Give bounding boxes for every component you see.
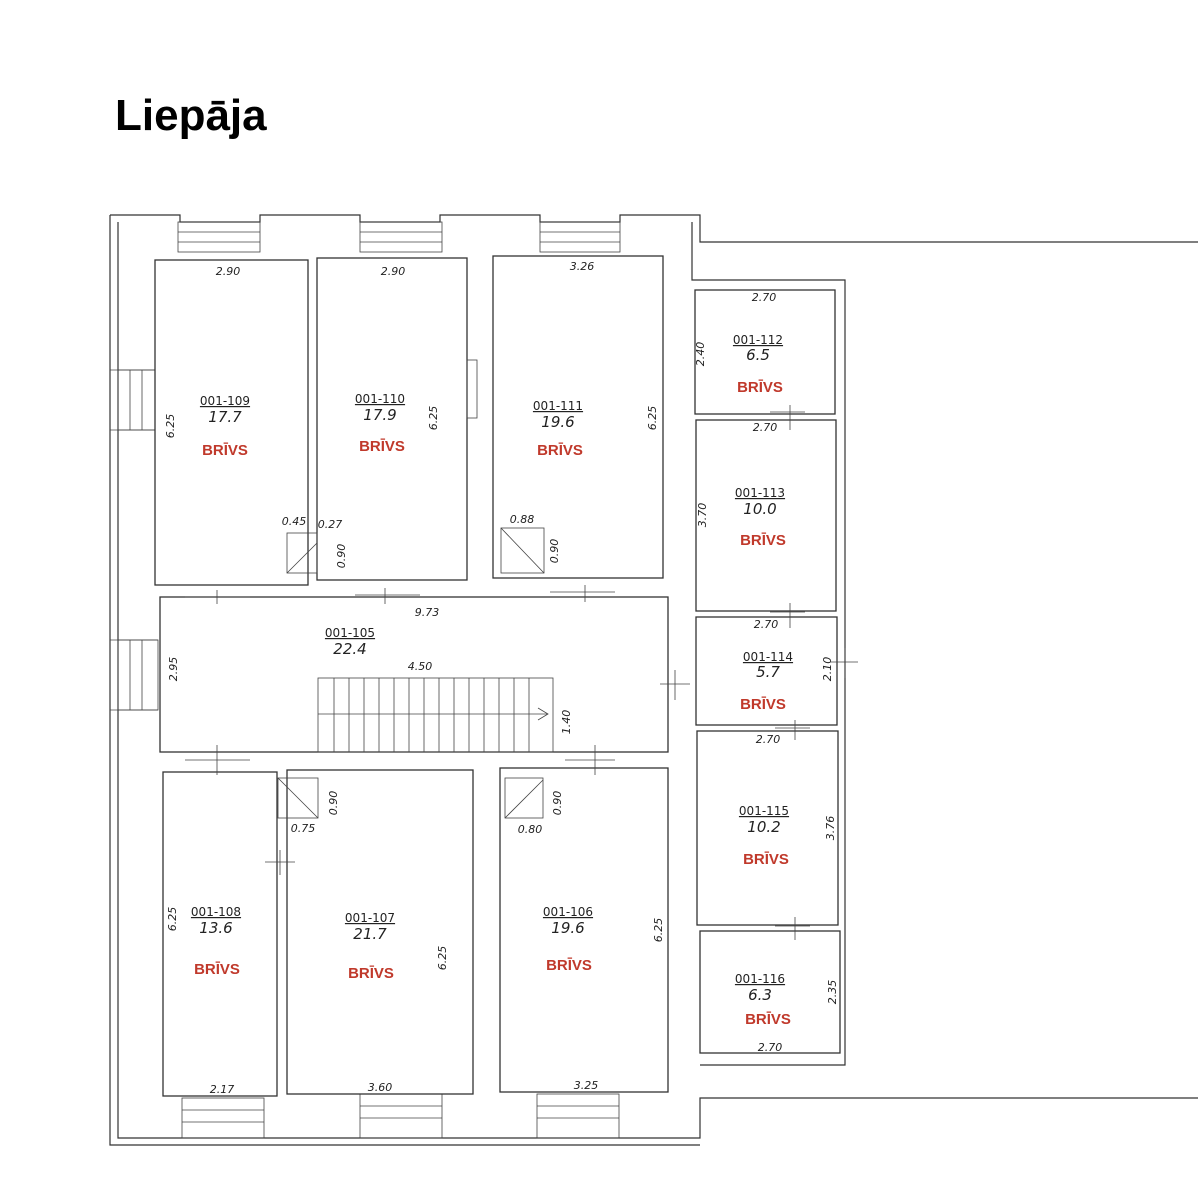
room-area: 21.7: [353, 925, 387, 943]
dim-width: 2.90: [381, 265, 406, 278]
room-area: 6.5: [746, 346, 770, 364]
dim-width: 2.70: [752, 291, 777, 304]
room-id: 001-107: [345, 911, 395, 925]
dim-length: 6.25: [427, 406, 440, 431]
room-status: BRĪVS: [194, 961, 240, 978]
dim-length: 2.40: [694, 342, 707, 367]
staircase: [317, 677, 554, 753]
shaft-height: 0.90: [551, 791, 564, 816]
shaft-gap: 0.27: [318, 518, 343, 531]
dim-width: 2.70: [758, 1041, 783, 1054]
shaft-3: 0.75 0.90: [277, 777, 340, 835]
room-001-105[interactable]: 9.73 2.95 001-105 22.4 4.50 1.40: [159, 596, 669, 753]
dim-width: 3.60: [368, 1081, 393, 1094]
room-001-113[interactable]: 2.70 3.70 001-113 10.0 BRĪVS: [695, 419, 837, 612]
shaft-width: 0.45: [282, 515, 307, 528]
dim-length: 2.10: [821, 657, 834, 682]
room-id: 001-112: [733, 333, 783, 347]
dim-width: 2.17: [210, 1083, 235, 1096]
shaft-width: 0.88: [510, 513, 535, 526]
room-id: 001-116: [735, 972, 785, 986]
dim-length: 6.25: [646, 406, 659, 431]
room-status: BRĪVS: [537, 442, 583, 459]
dim-width: 2.90: [216, 265, 241, 278]
shaft-width: 0.75: [291, 822, 316, 835]
room-status: BRĪVS: [740, 696, 786, 713]
windows: [117, 221, 621, 1139]
room-status: BRĪVS: [740, 532, 786, 549]
room-status: BRĪVS: [737, 379, 783, 396]
room-area: 19.6: [551, 919, 584, 937]
dim-length: 6.25: [164, 414, 177, 439]
room-status: BRĪVS: [745, 1011, 791, 1028]
room-id: 001-106: [543, 905, 593, 919]
dim-length: 3.76: [824, 816, 837, 841]
dim-width: 9.73: [415, 606, 440, 619]
room-001-116[interactable]: 2.70 2.35 001-116 6.3 BRĪVS: [699, 930, 841, 1054]
dim-length: 6.25: [652, 918, 665, 943]
room-area: 13.6: [199, 919, 232, 937]
shaft-height: 0.90: [335, 544, 348, 569]
shaft-height: 0.90: [548, 539, 561, 564]
dim-width: 2.70: [756, 733, 781, 746]
dim-width: 3.26: [570, 260, 595, 273]
dim-length: 6.25: [436, 946, 449, 971]
room-001-114[interactable]: 2.70 2.10 001-114 5.7 BRĪVS: [695, 616, 838, 726]
room-status: BRĪVS: [202, 442, 248, 459]
room-001-111[interactable]: 3.26 6.25 001-111 19.6 BRĪVS: [492, 255, 664, 579]
dim-width: 2.70: [753, 421, 778, 434]
dim-width: 2.70: [754, 618, 779, 631]
room-status: BRĪVS: [743, 851, 789, 868]
dim-length: 2.95: [167, 657, 180, 682]
room-id: 001-110: [355, 392, 405, 406]
room-id: 001-111: [533, 399, 583, 413]
room-area: 17.7: [208, 408, 242, 426]
room-id: 001-114: [743, 650, 793, 664]
room-001-109[interactable]: 2.90 6.25 001-109 17.7 BRĪVS: [154, 259, 309, 586]
dim-length: 2.35: [826, 980, 839, 1005]
room-001-106[interactable]: 3.25 6.25 001-106 19.6 BRĪVS: [499, 767, 669, 1093]
room-001-108[interactable]: 2.17 6.25 001-108 13.6 BRĪVS: [162, 771, 278, 1097]
room-id: 001-113: [735, 486, 785, 500]
room-id: 001-115: [739, 804, 789, 818]
stair-width: 1.40: [560, 710, 573, 735]
dim-length: 6.25: [166, 907, 179, 932]
shaft-height: 0.90: [327, 791, 340, 816]
room-001-112[interactable]: 2.70 2.40 001-112 6.5 BRĪVS: [694, 289, 836, 415]
room-area: 19.6: [541, 413, 574, 431]
dim-length: 3.70: [696, 503, 709, 528]
room-area: 10.2: [747, 818, 780, 836]
room-id: 001-105: [325, 626, 375, 640]
shaft-2: 0.88 0.90: [500, 513, 561, 574]
shaft-width: 0.80: [518, 823, 543, 836]
room-area: 6.3: [748, 986, 772, 1004]
room-id: 001-109: [200, 394, 250, 408]
room-status: BRĪVS: [546, 957, 592, 974]
room-status: BRĪVS: [359, 438, 405, 455]
shaft-1: 0.45 0.27 0.90: [282, 515, 348, 574]
room-001-107[interactable]: 3.60 6.25 001-107 21.7 BRĪVS: [286, 769, 474, 1095]
room-area: 17.9: [363, 406, 396, 424]
dim-width: 3.25: [574, 1079, 599, 1092]
stair-length: 4.50: [408, 660, 433, 673]
outer-walls: [109, 214, 1198, 1146]
room-area: 10.0: [743, 500, 776, 518]
shaft-4: 0.80 0.90: [504, 777, 564, 836]
room-001-115[interactable]: 2.70 3.76 001-115 10.2 BRĪVS: [696, 730, 839, 926]
door-marks: [185, 405, 858, 940]
room-001-110[interactable]: 2.90 6.25 001-110 17.9 BRĪVS: [316, 257, 478, 581]
page-title: Liepāja: [115, 91, 267, 140]
room-id: 001-108: [191, 905, 241, 919]
room-status: BRĪVS: [348, 965, 394, 982]
room-area: 22.4: [333, 640, 366, 658]
room-area: 5.7: [756, 663, 780, 681]
